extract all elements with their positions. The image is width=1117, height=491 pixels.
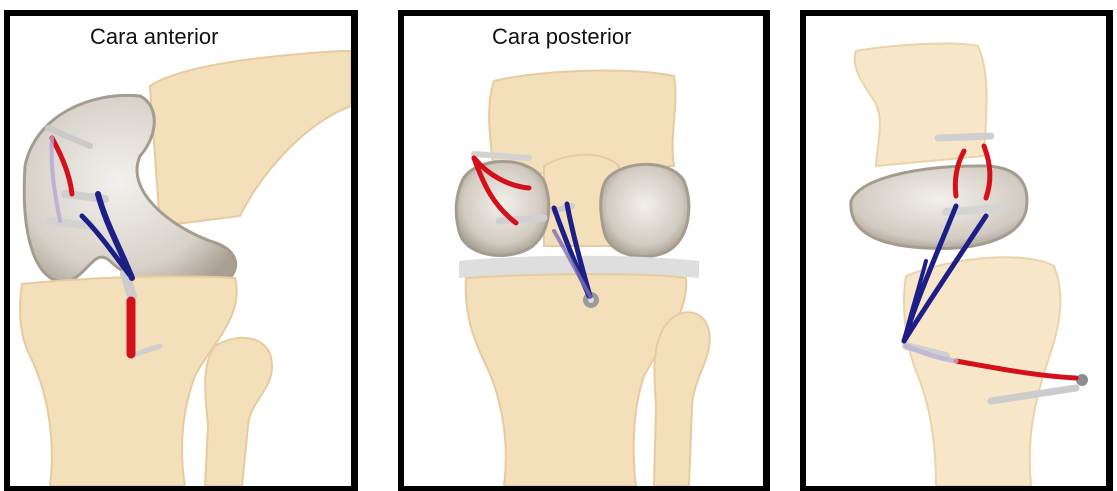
fibula-bone bbox=[654, 312, 710, 486]
panel-lateral-view bbox=[800, 10, 1113, 491]
graft-screw bbox=[474, 154, 529, 158]
femoral-condyle-lateral bbox=[601, 164, 689, 256]
femur-bone bbox=[150, 51, 351, 226]
fibula-bone bbox=[205, 338, 272, 486]
graft-screw bbox=[499, 218, 544, 221]
graft-screw bbox=[938, 136, 991, 138]
caption-anterior: Cara anterior bbox=[90, 24, 218, 50]
tibia-bone bbox=[904, 257, 1060, 486]
panel-posterior-view: Cara posterior bbox=[398, 10, 770, 491]
screw-head bbox=[1076, 374, 1088, 386]
tibia-bone bbox=[466, 274, 687, 486]
graft-screw bbox=[50, 221, 90, 226]
panel-anterior-view: Cara anterior bbox=[4, 10, 358, 491]
femur-bone bbox=[855, 44, 987, 166]
caption-posterior: Cara posterior bbox=[492, 24, 631, 50]
knee-lateral-illustration bbox=[806, 16, 1106, 486]
knee-posterior-illustration bbox=[404, 16, 763, 486]
knee-anterior-illustration bbox=[10, 16, 351, 486]
